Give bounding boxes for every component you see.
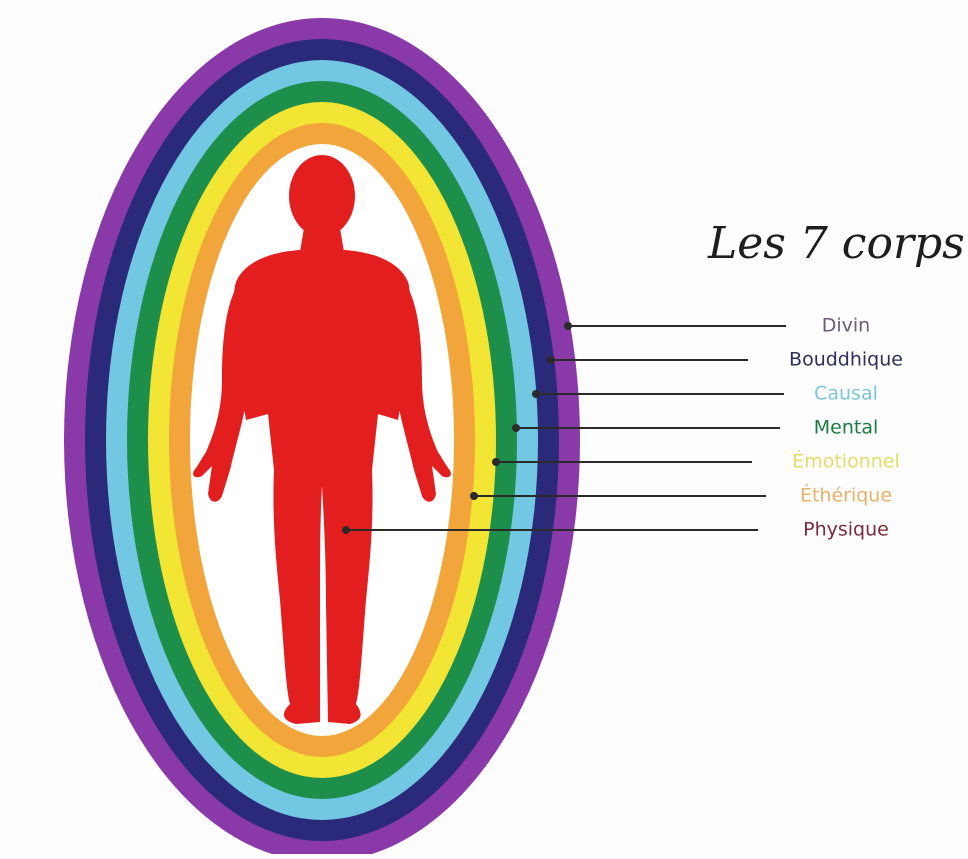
label-physique: Physique — [803, 519, 889, 541]
label-emotionnel: Émotionnel — [792, 450, 900, 473]
layer-labels: DivinBouddhiqueCausalMentalÉmotionnelÉth… — [789, 315, 903, 541]
figure-neck — [300, 228, 344, 252]
leader-dot-mental — [512, 424, 520, 432]
leader-dot-etherique — [470, 492, 478, 500]
leader-dot-emotionnel — [492, 458, 500, 466]
label-causal: Causal — [814, 383, 878, 405]
leader-dot-divin — [564, 322, 572, 330]
label-etherique: Éthérique — [800, 484, 892, 507]
label-mental: Mental — [814, 417, 879, 439]
figure-head — [289, 155, 355, 237]
leader-dot-bouddhique — [547, 356, 555, 364]
leader-dot-physique — [342, 526, 350, 534]
label-bouddhique: Bouddhique — [789, 349, 903, 371]
diagram-title: Les 7 corps — [707, 218, 965, 269]
leader-dot-causal — [532, 390, 540, 398]
label-divin: Divin — [822, 315, 870, 337]
